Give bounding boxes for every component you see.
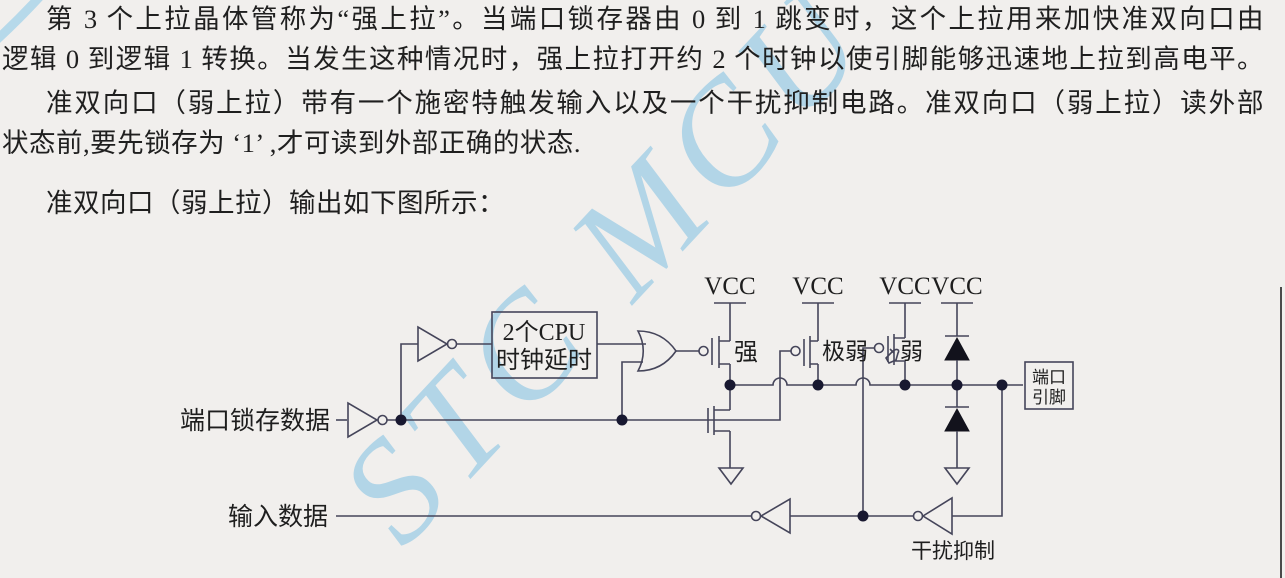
input-data-label: 输入数据 xyxy=(228,503,328,531)
pulldown-transistor xyxy=(707,385,745,486)
port-pin-bus xyxy=(730,377,1023,386)
paragraph2-line1: 准双向口（弱上拉）带有一个施密特触发输入以及一个干扰抑制电路。准双向口（弱上拉）… xyxy=(46,88,1264,118)
interference-suppression-label: 干扰抑制 xyxy=(911,539,995,563)
junction-dots xyxy=(395,379,1008,522)
paragraph1-line2: 逻辑 0 到逻辑 1 转换。当发生这种情况时，强上拉打开约 2 个时钟以使引脚能… xyxy=(2,44,1264,74)
port-pin-label-line1: 端口 xyxy=(1032,368,1066,387)
cpu-delay-box xyxy=(491,311,598,379)
paragraph1-line1: 第 3 个上拉晶体管称为“强上拉”。当端口锁存器由 0 到 1 跳变时，这个上拉… xyxy=(46,4,1264,34)
nor-gate xyxy=(636,330,709,372)
paragraph3-line1: 准双向口（弱上拉）输出如下图所示： xyxy=(46,188,505,218)
vcc-label-2: VCC xyxy=(792,273,843,300)
delay-path-inverter xyxy=(417,325,492,363)
port-pin-label-line2: 引脚 xyxy=(1032,388,1066,407)
delay-box-label-line1: 2个CPU xyxy=(503,319,586,346)
very-weak-label: 极弱 xyxy=(822,339,868,364)
latch-branch-up xyxy=(400,343,418,420)
clamp-diode-to-vcc xyxy=(944,303,970,385)
delay-box-label-line2: 时钟延时 xyxy=(496,347,592,374)
very-weak-pullup-transistor xyxy=(790,303,819,385)
paragraph2-line2: 状态前,要先锁存为 ‘1’ ,才可读到外部正确的状态. xyxy=(2,128,582,158)
nor-bottom-input-wire xyxy=(621,361,643,420)
interference-suppression-inverter xyxy=(790,496,953,536)
strong-pullup-transistor xyxy=(711,303,731,385)
vcc-label-3: VCC xyxy=(879,273,930,300)
latch-data-wire xyxy=(387,350,791,421)
port-pin-box xyxy=(1024,361,1074,410)
vcc-label-1: VCC xyxy=(704,273,755,300)
input-data-inverter xyxy=(336,497,791,535)
cursor-icon xyxy=(884,348,900,365)
clamp-diode-to-ground xyxy=(943,385,971,486)
weak-label: 弱 xyxy=(900,339,923,364)
weak-pullup-transistor xyxy=(862,303,906,516)
strong-label: 强 xyxy=(734,340,758,366)
port-latch-inverter xyxy=(336,401,388,439)
vcc-label-4: VCC xyxy=(931,273,982,300)
watermark-corner-stroke xyxy=(0,0,43,43)
pin-feedback-wire xyxy=(952,385,1003,517)
port-latch-data-label: 端口锁存数据 xyxy=(180,407,330,435)
